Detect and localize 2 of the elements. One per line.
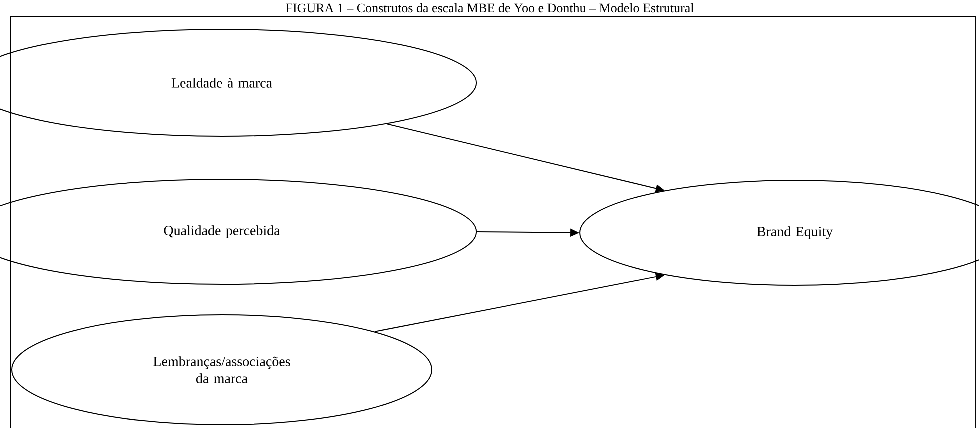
figure-title: FIGURA 1 – Construtos da escala MBE de Yoo e Donthu – Modelo Estrutural [286, 3, 694, 13]
ellipse-node: Lembranças/associações da marca [12, 314, 432, 426]
